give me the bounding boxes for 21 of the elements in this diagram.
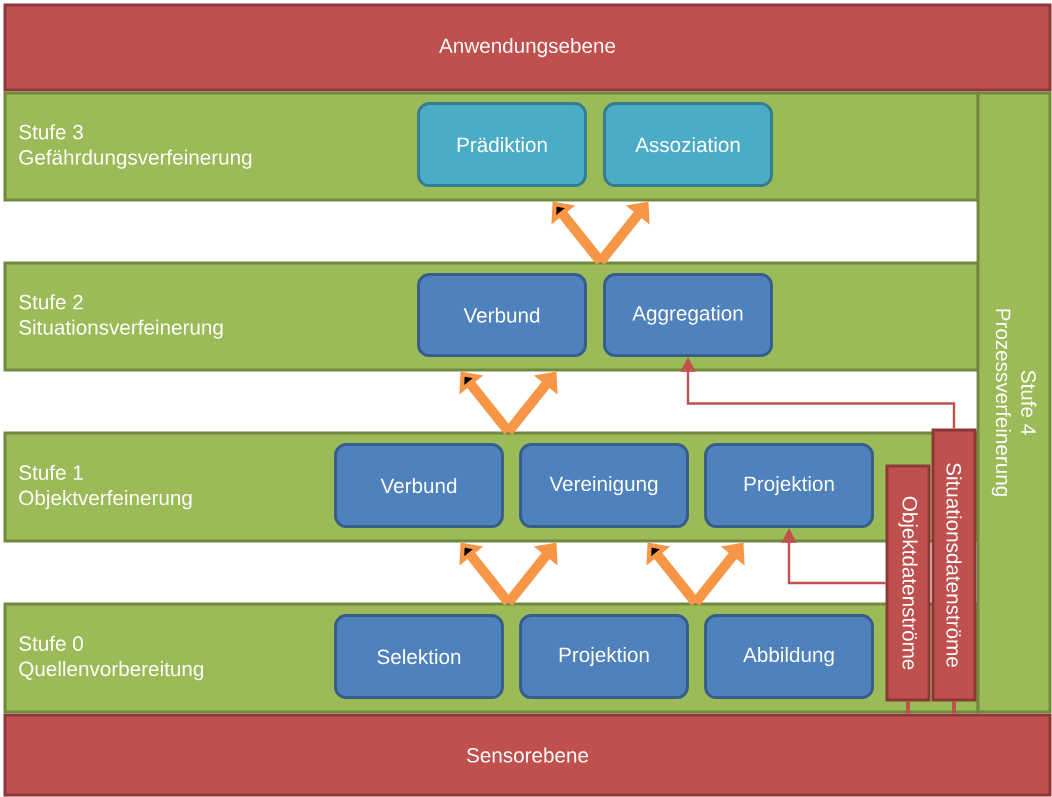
connector-line — [906, 701, 910, 714]
process-box: Selektion — [334, 614, 504, 699]
layer-band: Sensorebene — [3, 713, 1052, 797]
chevron-arrow — [459, 542, 558, 606]
layer-band: Anwendungsebene — [3, 3, 1052, 92]
process-box: Assoziation — [603, 102, 773, 188]
stream-box: Objektdatenströme — [885, 464, 931, 702]
process-box: Projektion — [519, 614, 689, 699]
process-box: Verbund — [334, 443, 504, 528]
connector-line — [952, 701, 956, 714]
process-box: Aggregation — [603, 273, 773, 358]
process-box: Vereinigung — [519, 443, 689, 528]
stage-band: Stufe 4 Prozessverfeinerung — [976, 91, 1052, 714]
process-box: Verbund — [417, 273, 587, 358]
chevron-arrow — [551, 201, 650, 265]
process-box: Projektion — [704, 443, 874, 528]
chevron-arrow — [646, 542, 745, 606]
process-box: Prädiktion — [417, 102, 587, 188]
stream-box: Situationsdatenströme — [931, 428, 977, 702]
process-box: Abbildung — [704, 614, 874, 699]
chevron-arrow — [459, 371, 558, 435]
